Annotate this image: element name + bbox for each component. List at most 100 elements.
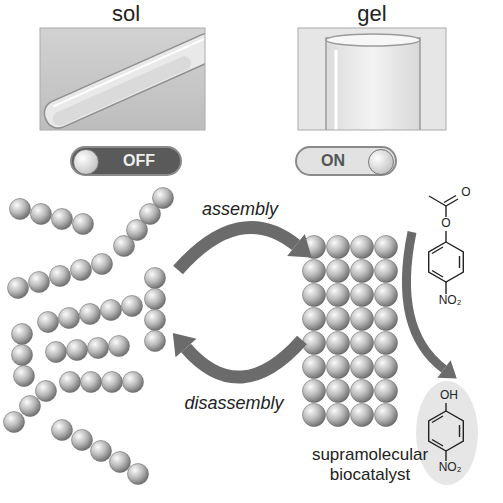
- sphere: [375, 284, 398, 307]
- reaction-arrow: [406, 232, 444, 369]
- toggle-knob: [368, 149, 394, 175]
- vial-rim: [326, 34, 420, 46]
- sphere: [50, 266, 71, 287]
- toggle-switch: OFF: [70, 146, 182, 176]
- sphere: [351, 308, 374, 331]
- disassembly-arrow: [186, 340, 302, 377]
- sphere: [109, 336, 130, 357]
- sol-photo: [40, 28, 205, 130]
- text-label: NO₂: [433, 461, 467, 475]
- photo-frame: [298, 28, 446, 130]
- double-bond: [432, 416, 443, 423]
- sphere: [351, 380, 374, 403]
- sphere: [375, 356, 398, 379]
- sphere: [38, 312, 59, 333]
- arrow-head: [287, 234, 311, 258]
- text-label: gel: [332, 1, 412, 26]
- text-label: sol: [86, 1, 166, 26]
- sphere: [145, 310, 166, 331]
- sphere: [375, 260, 398, 283]
- sphere: [12, 345, 33, 366]
- bond: [445, 282, 446, 294]
- sphere: [128, 464, 149, 485]
- sphere: [80, 304, 101, 325]
- sphere: [303, 356, 326, 379]
- sphere: [31, 204, 52, 225]
- sphere: [122, 296, 143, 317]
- gel-photo: [298, 28, 446, 130]
- sphere: [351, 332, 374, 355]
- sphere: [14, 366, 35, 387]
- sphere: [4, 412, 25, 433]
- text-label: disassembly: [169, 393, 299, 414]
- arrow-head: [173, 333, 197, 357]
- double-bond: [432, 440, 443, 447]
- sphere: [375, 404, 398, 427]
- sphere: [303, 308, 326, 331]
- glass-highlight: [53, 39, 204, 106]
- double-bond: [459, 256, 460, 268]
- benzene-ring: [429, 411, 464, 451]
- sphere: [52, 420, 73, 441]
- sphere: [327, 308, 350, 331]
- sphere: [375, 308, 398, 331]
- sphere: [67, 340, 88, 361]
- arrow-head: [437, 360, 456, 378]
- benzene-ring: [429, 242, 464, 282]
- bond: [445, 403, 446, 411]
- sphere: [73, 214, 94, 235]
- sphere: [71, 260, 92, 281]
- photo-frame: [40, 28, 205, 130]
- sphere: [303, 332, 326, 355]
- product-highlight: [416, 381, 478, 485]
- sphere: [375, 332, 398, 355]
- sphere: [59, 308, 80, 329]
- switch-label: OFF: [123, 152, 155, 170]
- sphere: [81, 372, 102, 393]
- text-label: assembly: [185, 199, 295, 220]
- vial-body: [40, 29, 205, 130]
- vial-body: [326, 38, 420, 130]
- sphere: [52, 209, 73, 230]
- double-bond: [444, 196, 456, 203]
- product-structure: [429, 403, 464, 461]
- text-label: NO₂: [433, 294, 467, 308]
- toggle-knob: [73, 149, 99, 175]
- sphere: [29, 272, 50, 293]
- sphere: [153, 188, 174, 209]
- switch-label: ON: [321, 152, 345, 170]
- sphere: [88, 338, 109, 359]
- sphere: [303, 284, 326, 307]
- substrate-structure: [429, 196, 464, 295]
- sphere: [92, 254, 113, 275]
- assembly-arrow: [178, 227, 296, 270]
- text-label: O: [458, 186, 474, 200]
- double-bond: [459, 425, 460, 437]
- bond: [445, 451, 446, 461]
- sphere: [20, 396, 41, 417]
- sphere: [327, 356, 350, 379]
- sphere: [327, 404, 350, 427]
- sphere: [101, 300, 122, 321]
- sphere: [145, 331, 166, 352]
- sphere: [8, 278, 29, 299]
- sphere: [10, 199, 31, 220]
- sphere: [110, 452, 131, 473]
- double-bond: [432, 247, 443, 254]
- sphere: [375, 380, 398, 403]
- sphere: [327, 260, 350, 283]
- double-bond: [432, 271, 443, 278]
- assembled-grid: [303, 236, 398, 427]
- sphere: [303, 404, 326, 427]
- sphere: [375, 236, 398, 259]
- sphere: [351, 284, 374, 307]
- sphere: [303, 380, 326, 403]
- dispersed-chains: [4, 188, 174, 485]
- sphere: [327, 332, 350, 355]
- sphere: [327, 236, 350, 259]
- sphere: [303, 260, 326, 283]
- text-label: OH: [435, 389, 463, 403]
- bond: [429, 196, 446, 206]
- sphere: [327, 284, 350, 307]
- toggle-switch: ON: [295, 146, 397, 176]
